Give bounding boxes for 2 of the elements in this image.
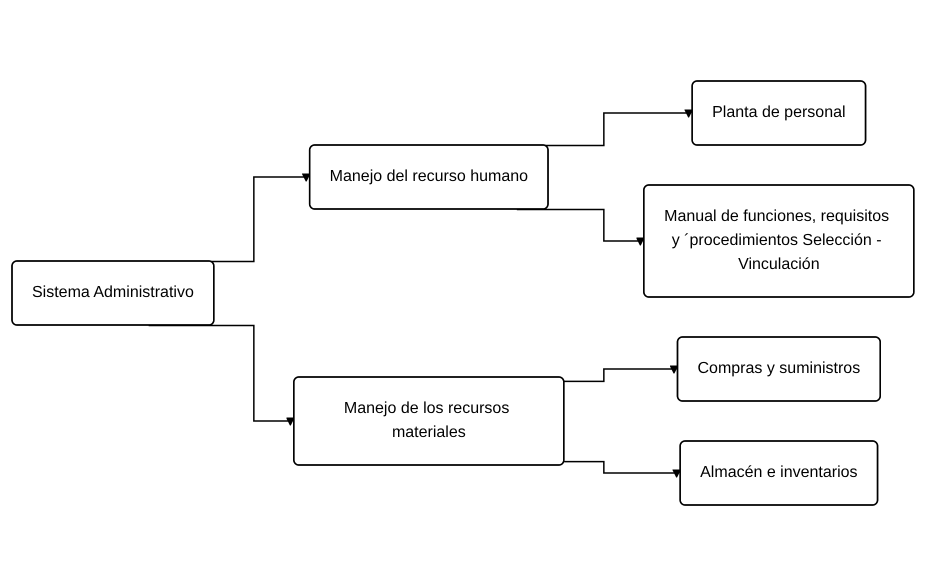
arrow bbox=[564, 365, 678, 382]
arrow bbox=[564, 460, 681, 478]
